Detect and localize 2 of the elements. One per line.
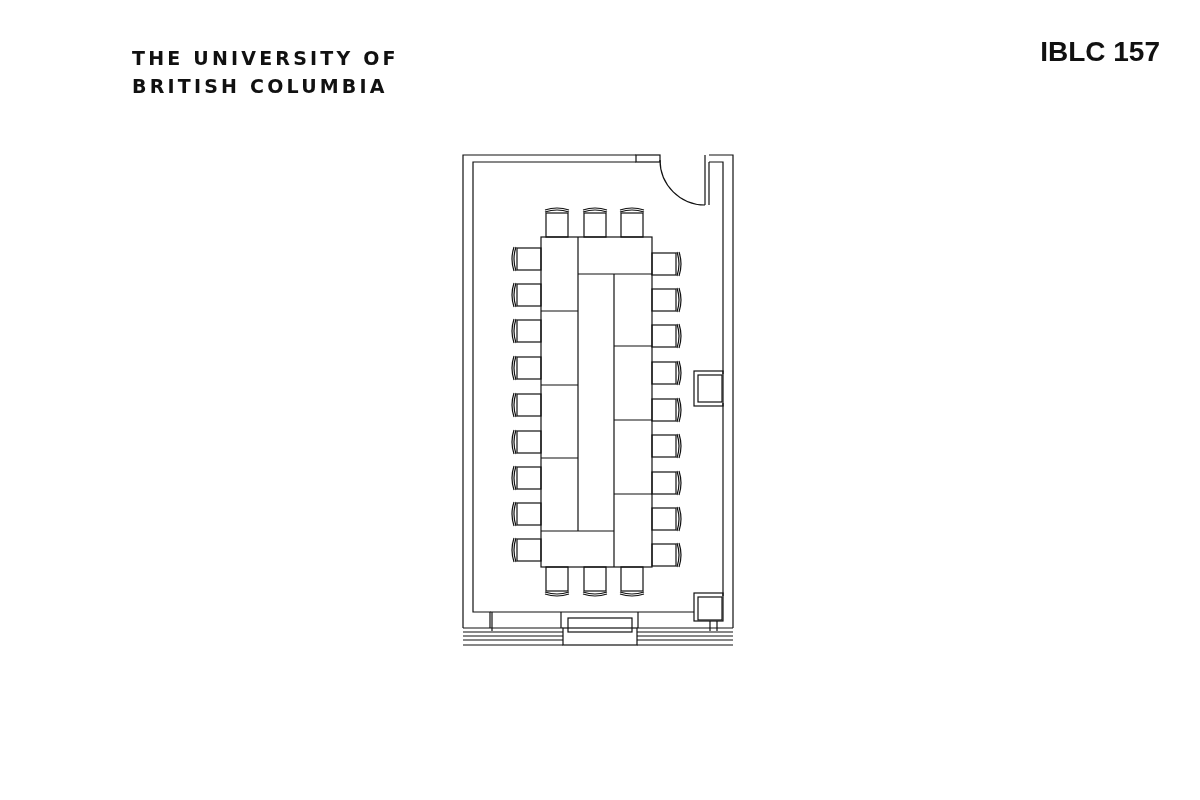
room-title: IBLC 157 bbox=[1040, 36, 1160, 68]
university-name: THE UNIVERSITY OF BRITISH COLUMBIA bbox=[132, 46, 400, 99]
